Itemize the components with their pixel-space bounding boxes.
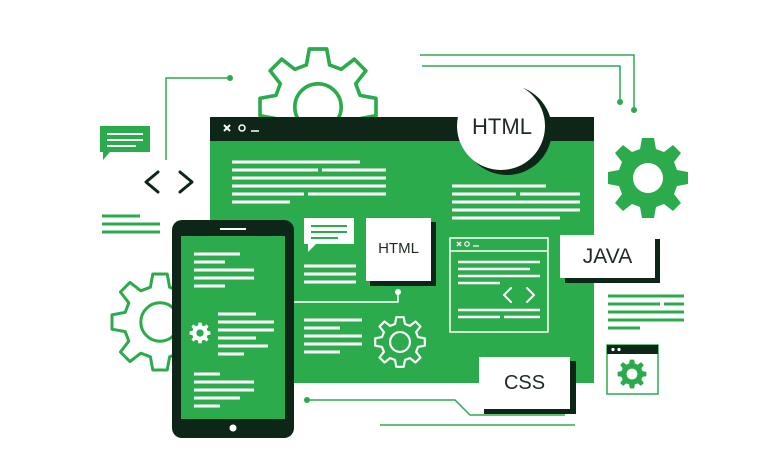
html-card: [366, 218, 436, 286]
chat-bubble-icon: [304, 218, 354, 252]
java-card-label: JAVA: [582, 245, 633, 268]
text-lines: [608, 294, 684, 330]
html-badge: [457, 82, 552, 175]
html-card-label: HTML: [378, 240, 419, 257]
html-badge-label: HTML: [472, 114, 532, 139]
code-window: [449, 237, 549, 333]
code-brackets-icon: [144, 170, 194, 194]
java-card: [560, 235, 660, 283]
code-brackets-icon: [503, 287, 535, 303]
css-card: [479, 357, 576, 414]
chat-bubble-icon: [100, 126, 150, 160]
window-controls: [223, 124, 259, 132]
gear-icon: [617, 359, 647, 389]
gear-icon: [608, 138, 688, 218]
connector-lines: [165, 54, 635, 426]
phone-text-lines: [194, 252, 274, 408]
window-text-lines: [232, 160, 580, 354]
gear-icon: [374, 316, 426, 368]
connector-dots: [227, 75, 637, 403]
window-icon: [606, 344, 659, 395]
gear-icon: [189, 322, 211, 344]
text-lines: [102, 214, 160, 234]
phone: [172, 220, 294, 438]
css-card-label: CSS: [503, 372, 546, 394]
